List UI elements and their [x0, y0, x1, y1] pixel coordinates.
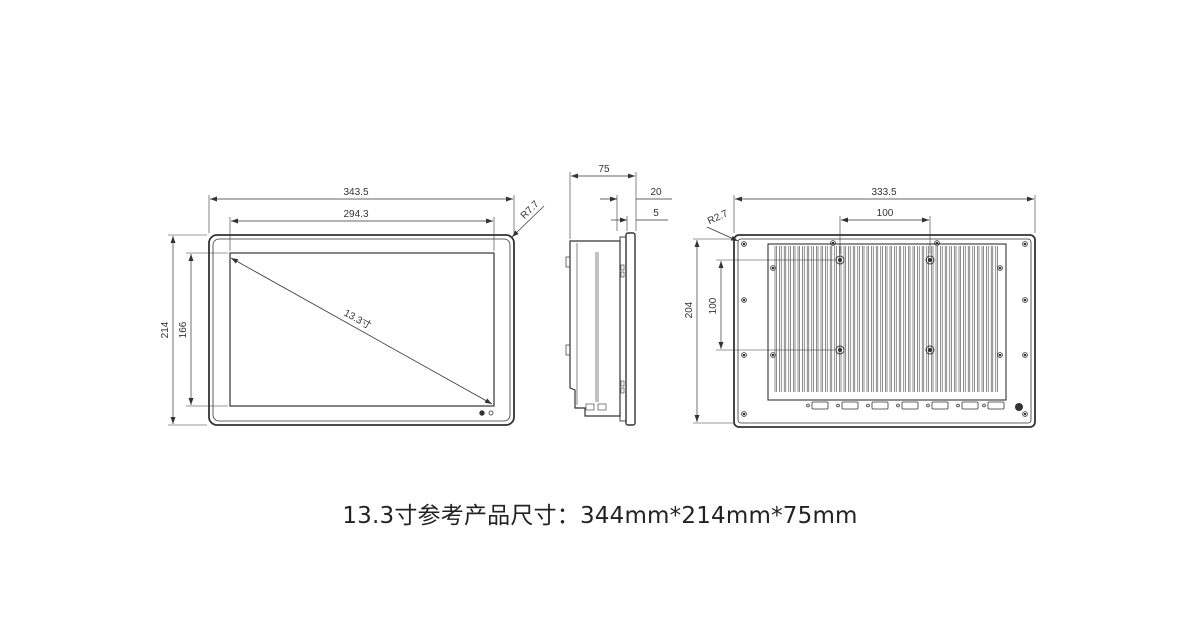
- front-led-2: [488, 410, 494, 416]
- io-port: [871, 401, 889, 410]
- front-diagonal: [230, 257, 493, 405]
- back-vesa-holes: [835, 255, 935, 355]
- screw: [741, 297, 747, 303]
- front-led-1: [479, 410, 485, 416]
- io-port-screw: [926, 403, 930, 408]
- screw: [770, 352, 776, 358]
- screw-center: [998, 353, 1002, 357]
- screw-center: [1023, 242, 1027, 246]
- back-height-label: 204: [684, 301, 695, 318]
- screw-center: [1023, 353, 1027, 357]
- front-radius-leader: [511, 205, 545, 238]
- io-port: [961, 401, 979, 410]
- back-io-ports: [806, 401, 1005, 410]
- side-housing: [569, 240, 621, 417]
- screw: [741, 241, 747, 247]
- screw-center: [771, 353, 775, 357]
- screw-center: [1023, 298, 1027, 302]
- io-port: [841, 401, 859, 410]
- screw-center: [742, 353, 746, 357]
- screw: [997, 352, 1003, 358]
- front-diagonal-label: 13.3寸: [342, 306, 374, 332]
- screw-center: [742, 242, 746, 246]
- back-view: [693, 195, 1036, 428]
- screw: [830, 240, 836, 246]
- back-hole-h-label: 100: [877, 208, 894, 219]
- vesa-hole-center: [927, 347, 933, 353]
- back-heatsink: [767, 243, 1007, 401]
- back-inner-frame: [737, 238, 1032, 424]
- io-port-screw: [896, 403, 900, 408]
- io-port: [901, 401, 919, 410]
- io-port: [987, 401, 1005, 410]
- screw: [934, 240, 940, 246]
- front-screen: [229, 252, 495, 407]
- io-port-screw: [956, 403, 960, 408]
- vesa-hole-center: [837, 257, 843, 263]
- screw-center: [935, 241, 939, 245]
- side-bezel-depth-label: 20: [650, 187, 662, 198]
- side-bezel: [625, 232, 636, 426]
- io-port-screw: [866, 403, 870, 408]
- io-port-screw: [982, 403, 986, 408]
- back-corner-radius-label: R2.7: [706, 208, 730, 227]
- front-view: [168, 195, 545, 426]
- screw-center: [742, 298, 746, 302]
- vesa-hole: [925, 345, 935, 355]
- front-inner-frame: [212, 238, 511, 422]
- front-width-label: 343.5: [343, 187, 368, 198]
- vesa-hole-center: [837, 347, 843, 353]
- back-ground-screw: [1015, 403, 1023, 411]
- screw: [1022, 352, 1028, 358]
- back-heatsink-fins: [774, 246, 998, 392]
- screw-center: [1023, 412, 1027, 416]
- screw-center: [771, 266, 775, 270]
- front-screen-width-label: 294.3: [343, 209, 368, 220]
- side-depth-label: 75: [598, 164, 610, 175]
- screw-center: [742, 412, 746, 416]
- side-bezel-inner: [619, 236, 627, 422]
- back-outer-frame: [733, 234, 1036, 428]
- caption: 13.3寸参考产品尺寸：344mm*214mm*75mm: [342, 503, 858, 529]
- vesa-hole: [925, 255, 935, 265]
- front-corner-radius-label: R7.7: [519, 199, 542, 222]
- front-screen-height-label: 166: [178, 321, 189, 338]
- side-view: [565, 172, 672, 426]
- screw: [741, 411, 747, 417]
- screw: [741, 352, 747, 358]
- back-hole-v-label: 100: [708, 297, 719, 314]
- front-height-label: 214: [160, 321, 171, 338]
- side-frame-thickness-label: 5: [653, 208, 659, 219]
- front-outer-frame: [208, 234, 515, 426]
- screw: [1022, 411, 1028, 417]
- io-port-screw: [836, 403, 840, 408]
- screw-center: [998, 266, 1002, 270]
- io-port-screw: [806, 403, 810, 408]
- screw: [1022, 241, 1028, 247]
- vesa-hole-center: [927, 257, 933, 263]
- io-port: [811, 401, 829, 410]
- screw: [1022, 297, 1028, 303]
- screw: [997, 265, 1003, 271]
- technical-drawing: 343.5 294.3 214 166 R7.7 13.3寸 75 20 5: [160, 164, 1036, 428]
- back-screws: [741, 240, 1028, 417]
- back-width-label: 333.5: [871, 187, 896, 198]
- io-port: [931, 401, 949, 410]
- back-radius-leader: [706, 226, 739, 242]
- screw-center: [831, 241, 835, 245]
- screw: [770, 265, 776, 271]
